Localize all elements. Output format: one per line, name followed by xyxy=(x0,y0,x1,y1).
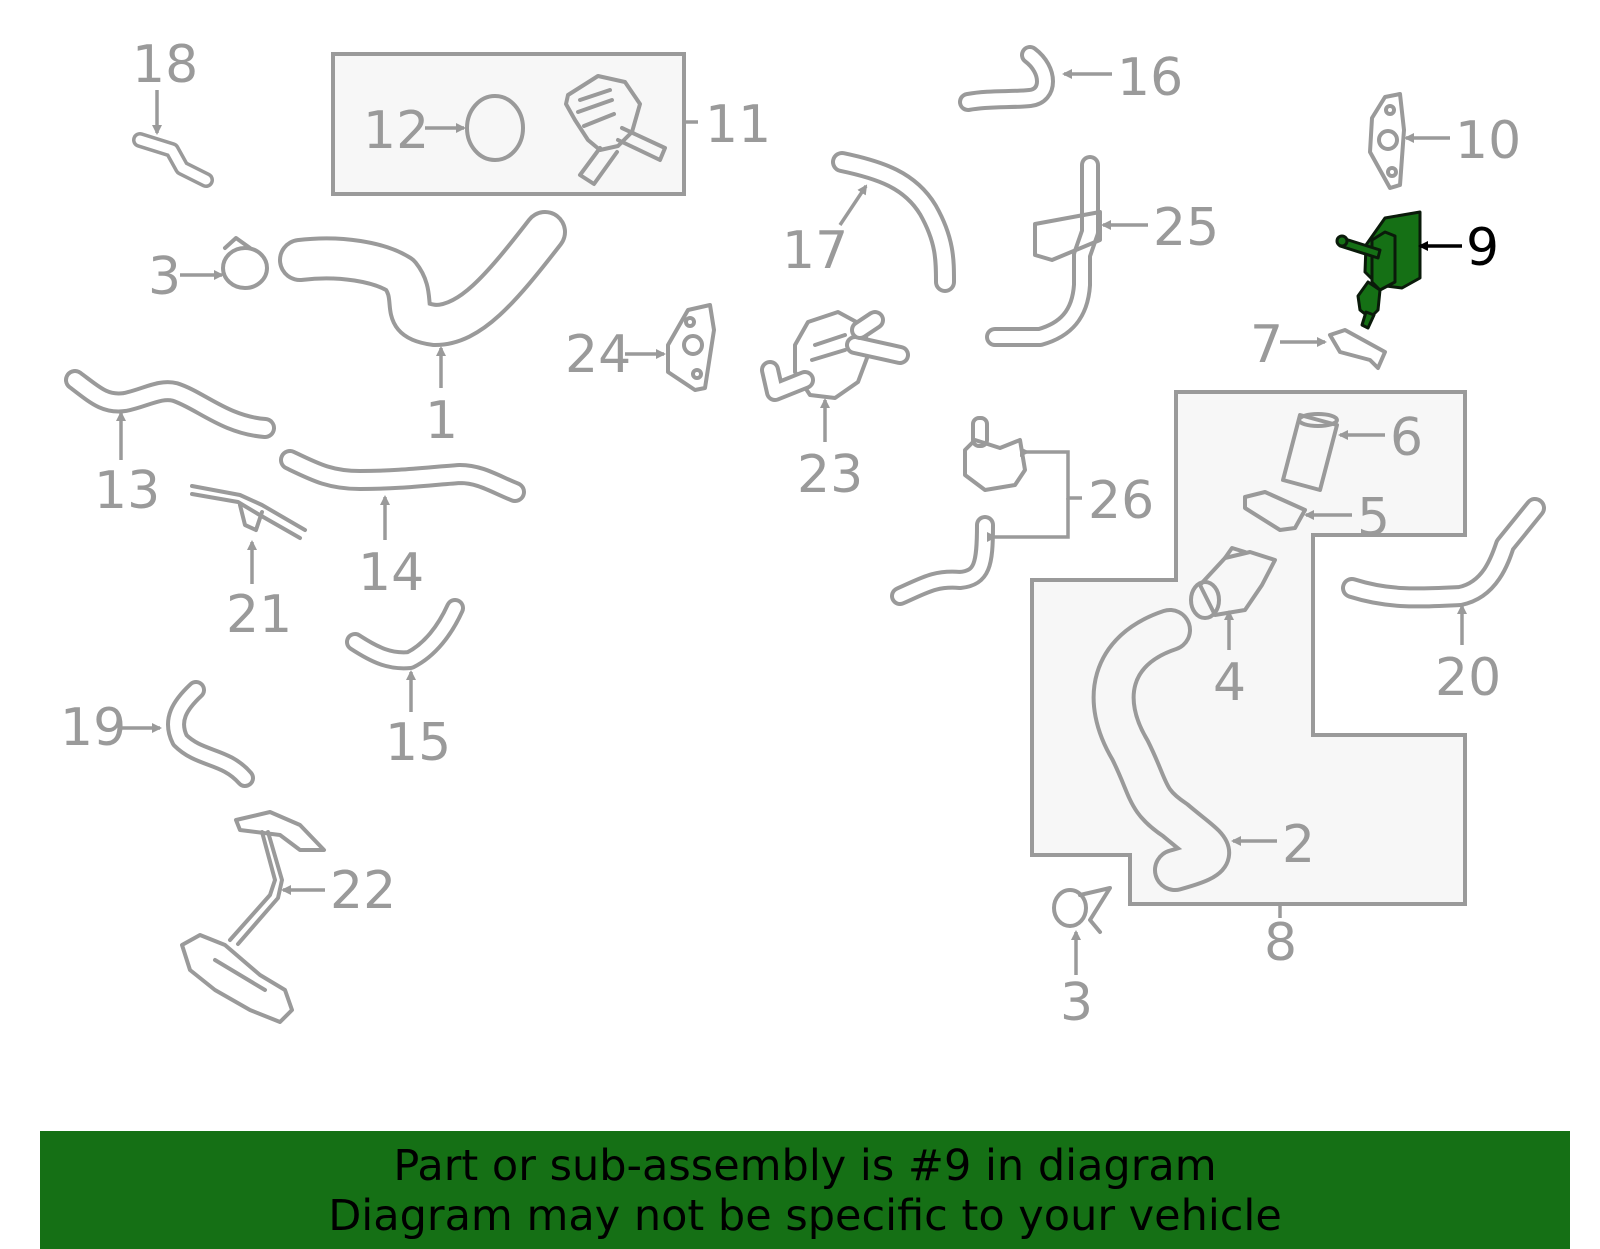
part-9-highlighted-component[interactable] xyxy=(1335,210,1422,330)
part-25-pipe[interactable] xyxy=(985,155,1102,347)
part-19-hose[interactable] xyxy=(166,680,255,788)
part-17-hose[interactable] xyxy=(831,151,956,293)
part-12-oring[interactable] xyxy=(465,94,525,162)
footer-banner: Part or sub-assembly is #9 in diagram Di… xyxy=(40,1131,1570,1249)
part-21-pipe[interactable] xyxy=(190,484,307,540)
callout-3-lower: 3 xyxy=(1060,973,1093,1033)
callout-25: 25 xyxy=(1153,198,1219,258)
callout-20: 20 xyxy=(1435,648,1501,708)
callout-24: 24 xyxy=(565,325,631,385)
callout-14: 14 xyxy=(358,543,424,603)
part-3-clamp-upper[interactable] xyxy=(221,236,269,290)
callout-12: 12 xyxy=(363,101,429,161)
part-22-pipe-assembly[interactable] xyxy=(180,810,326,1024)
callout-18: 18 xyxy=(132,35,198,95)
callout-2: 2 xyxy=(1282,815,1315,875)
callout-10: 10 xyxy=(1455,111,1521,171)
callout-8: 8 xyxy=(1264,913,1297,973)
part-5-gasket[interactable] xyxy=(1243,490,1307,532)
part-13-hose[interactable] xyxy=(64,369,276,439)
callout-22: 22 xyxy=(330,861,396,921)
part-26-valve[interactable] xyxy=(963,416,1027,492)
part-10-gasket[interactable] xyxy=(1368,92,1406,190)
part-7-gasket[interactable] xyxy=(1328,328,1387,370)
callout-11: 11 xyxy=(705,95,771,155)
footer-line-2: Diagram may not be specific to your vehi… xyxy=(328,1191,1282,1241)
callout-1: 1 xyxy=(425,391,458,451)
callout-7: 7 xyxy=(1250,315,1283,375)
part-4-fitting[interactable] xyxy=(1189,546,1277,620)
part-6-hose-segment[interactable] xyxy=(1281,412,1339,492)
part-18-hose[interactable] xyxy=(132,132,214,188)
assembly-box-8 xyxy=(1030,390,1467,906)
callout-15: 15 xyxy=(385,713,451,773)
callout-21: 21 xyxy=(226,585,292,645)
part-20-hose[interactable] xyxy=(1341,497,1546,609)
part-16-hose[interactable] xyxy=(958,45,1055,112)
callout-16: 16 xyxy=(1117,48,1183,108)
callout-19: 19 xyxy=(60,698,126,758)
callout-6: 6 xyxy=(1390,408,1423,468)
callout-13: 13 xyxy=(94,461,160,521)
part-15-hose[interactable] xyxy=(345,598,465,671)
part-23-water-outlet[interactable] xyxy=(760,310,910,402)
part-26-hose[interactable] xyxy=(890,515,995,606)
callout-4: 4 xyxy=(1213,653,1246,713)
callout-23: 23 xyxy=(797,445,863,505)
part-24-gasket[interactable] xyxy=(666,303,716,392)
part-1-radiator-hose[interactable] xyxy=(278,210,567,347)
footer-line-1: Part or sub-assembly is #9 in diagram xyxy=(393,1141,1217,1191)
assembly-box-11 xyxy=(331,52,686,196)
callout-3-upper: 3 xyxy=(148,247,181,307)
callout-26: 26 xyxy=(1088,471,1154,531)
callout-17: 17 xyxy=(782,221,848,281)
callout-5: 5 xyxy=(1357,488,1390,548)
part-11-housing[interactable] xyxy=(333,0,667,186)
part-3-clamp-lower[interactable] xyxy=(1052,886,1112,934)
part-2-radiator-hose[interactable] xyxy=(1091,608,1231,892)
callout-9: 9 xyxy=(1466,218,1499,278)
part-14-hose[interactable] xyxy=(279,449,526,503)
